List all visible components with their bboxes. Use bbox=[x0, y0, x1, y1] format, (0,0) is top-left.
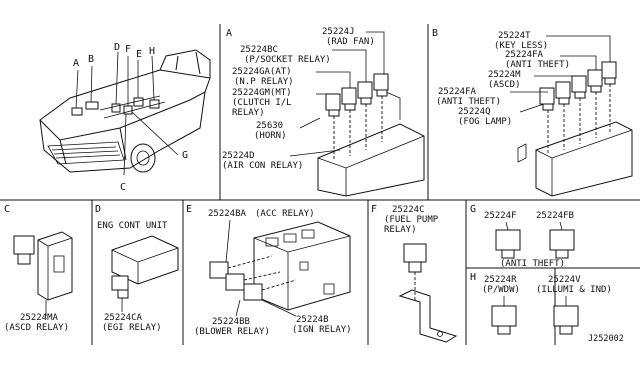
panel-b-desc-2: (ASCD) bbox=[488, 80, 521, 90]
panel-g-left-num: 25224F bbox=[484, 211, 517, 221]
panel-e-top-num: 25224BA bbox=[208, 209, 247, 219]
panel-b: B 25224T (KEY LESS) 25224FA (ANTI THEFT)… bbox=[432, 28, 633, 197]
panel-a-tag: A bbox=[226, 28, 232, 39]
panel-b-desc-0: (KEY LESS) bbox=[494, 41, 548, 51]
panel-e-left-desc: (BLOWER RELAY) bbox=[194, 327, 270, 337]
panel-h-right-num: 25224V bbox=[548, 275, 581, 285]
callout-b: B bbox=[88, 54, 94, 65]
diagram-code: J252002 bbox=[588, 334, 624, 344]
panel-a: A 25224J (RAD FAN) 25224BC (P/SOCKET REL… bbox=[222, 27, 425, 197]
panel-b-desc-4: (FOG LAMP) bbox=[458, 117, 512, 127]
panel-a-desc-0: (RAD FAN) bbox=[326, 37, 375, 47]
panel-e-tag: E bbox=[186, 204, 192, 215]
callout-f: F bbox=[125, 44, 131, 55]
panel-a-num-3: 25224GM(MT) bbox=[232, 88, 292, 98]
panel-f-desc: (FUEL PUMP bbox=[384, 215, 439, 225]
callout-g: G bbox=[182, 150, 188, 161]
panel-a-num-0: 25224J bbox=[322, 27, 355, 37]
panel-c-num: 25224MA bbox=[20, 313, 59, 323]
panel-a-num-2: 25224GA(AT) bbox=[232, 67, 292, 77]
panel-b-num-1: 25224FA bbox=[505, 50, 544, 60]
panel-a-num-1: 25224BC bbox=[240, 45, 278, 55]
panel-d-unit: ENG CONT UNIT bbox=[97, 221, 168, 231]
panel-g-tag: G bbox=[470, 204, 476, 215]
panel-d: D ENG CONT UNIT 25224CA (EGI RELAY) bbox=[95, 204, 179, 333]
panel-h-right-desc: (ILLUMI & IND) bbox=[536, 285, 612, 295]
panel-e-left-num: 25224BB bbox=[212, 317, 250, 327]
panel-borders bbox=[0, 24, 640, 345]
panel-b-num-0: 25224T bbox=[498, 31, 531, 41]
callout-h: H bbox=[149, 46, 155, 57]
panel-b-desc-3: (ANTI THEFT) bbox=[436, 97, 501, 107]
panel-e-top-desc: (ACC RELAY) bbox=[255, 209, 315, 219]
panel-h-left-num: 25224R bbox=[484, 275, 517, 285]
panel-b-num-4: 25224Q bbox=[458, 107, 491, 117]
panel-h: H 25224R (P/WDW) 25224V (ILLUMI & IND) J… bbox=[470, 272, 624, 344]
panel-h-tag: H bbox=[470, 272, 476, 283]
panel-a-num-4: 25630 bbox=[256, 121, 283, 131]
panel-e: E 25224BA (ACC RELAY) 25224BB (BLOWER RE… bbox=[186, 204, 352, 337]
panel-c-tag: C bbox=[4, 204, 10, 215]
panel-e-right-num: 25224B bbox=[296, 315, 329, 325]
panel-g-right-num: 25224FB bbox=[536, 211, 574, 221]
panel-a-num-5: 25224D bbox=[222, 151, 255, 161]
panel-c: C 25224MA (ASCD RELAY) bbox=[4, 204, 73, 333]
panel-a-desc-3: (CLUTCH I/L bbox=[232, 98, 292, 108]
panel-e-right-desc: (IGN RELAY) bbox=[292, 325, 352, 335]
panel-f-num: 25224C bbox=[392, 205, 425, 215]
panel-a-desc-5: (AIR CON RELAY) bbox=[222, 161, 303, 171]
panel-b-num-2: 25224M bbox=[488, 70, 521, 80]
truck-overview: A B C D E F G H bbox=[39, 42, 211, 193]
panel-a-desc2-3: RELAY) bbox=[232, 108, 265, 118]
panel-d-desc: (EGI RELAY) bbox=[102, 323, 162, 333]
panel-d-num: 25224CA bbox=[104, 313, 143, 323]
panel-a-desc-2: (N.P RELAY) bbox=[234, 77, 294, 87]
callout-e: E bbox=[136, 49, 142, 60]
panel-f-tag: F bbox=[371, 204, 377, 215]
panel-c-desc: (ASCD RELAY) bbox=[4, 323, 69, 333]
panel-a-desc-4: (HORN) bbox=[254, 131, 287, 141]
panel-g: G 25224F 25224FB (ANTI THEFT) bbox=[470, 204, 575, 269]
panel-b-num-3: 25224FA bbox=[438, 87, 477, 97]
panel-f-desc2: RELAY) bbox=[384, 225, 417, 235]
panel-b-desc-1: (ANTI THEFT) bbox=[505, 60, 570, 70]
panel-a-desc-1: (P/SOCKET RELAY) bbox=[244, 55, 331, 65]
callout-a: A bbox=[73, 58, 79, 69]
panel-h-left-desc: (P/WDW) bbox=[482, 285, 520, 295]
panel-b-tag: B bbox=[432, 28, 438, 39]
panel-f: F 25224C (FUEL PUMP RELAY) bbox=[371, 204, 458, 343]
panel-a-relays bbox=[325, 73, 389, 117]
callout-c: C bbox=[120, 182, 126, 193]
callout-d: D bbox=[114, 42, 120, 53]
panel-d-tag: D bbox=[95, 204, 101, 215]
panel-g-desc: (ANTI THEFT) bbox=[500, 259, 565, 269]
